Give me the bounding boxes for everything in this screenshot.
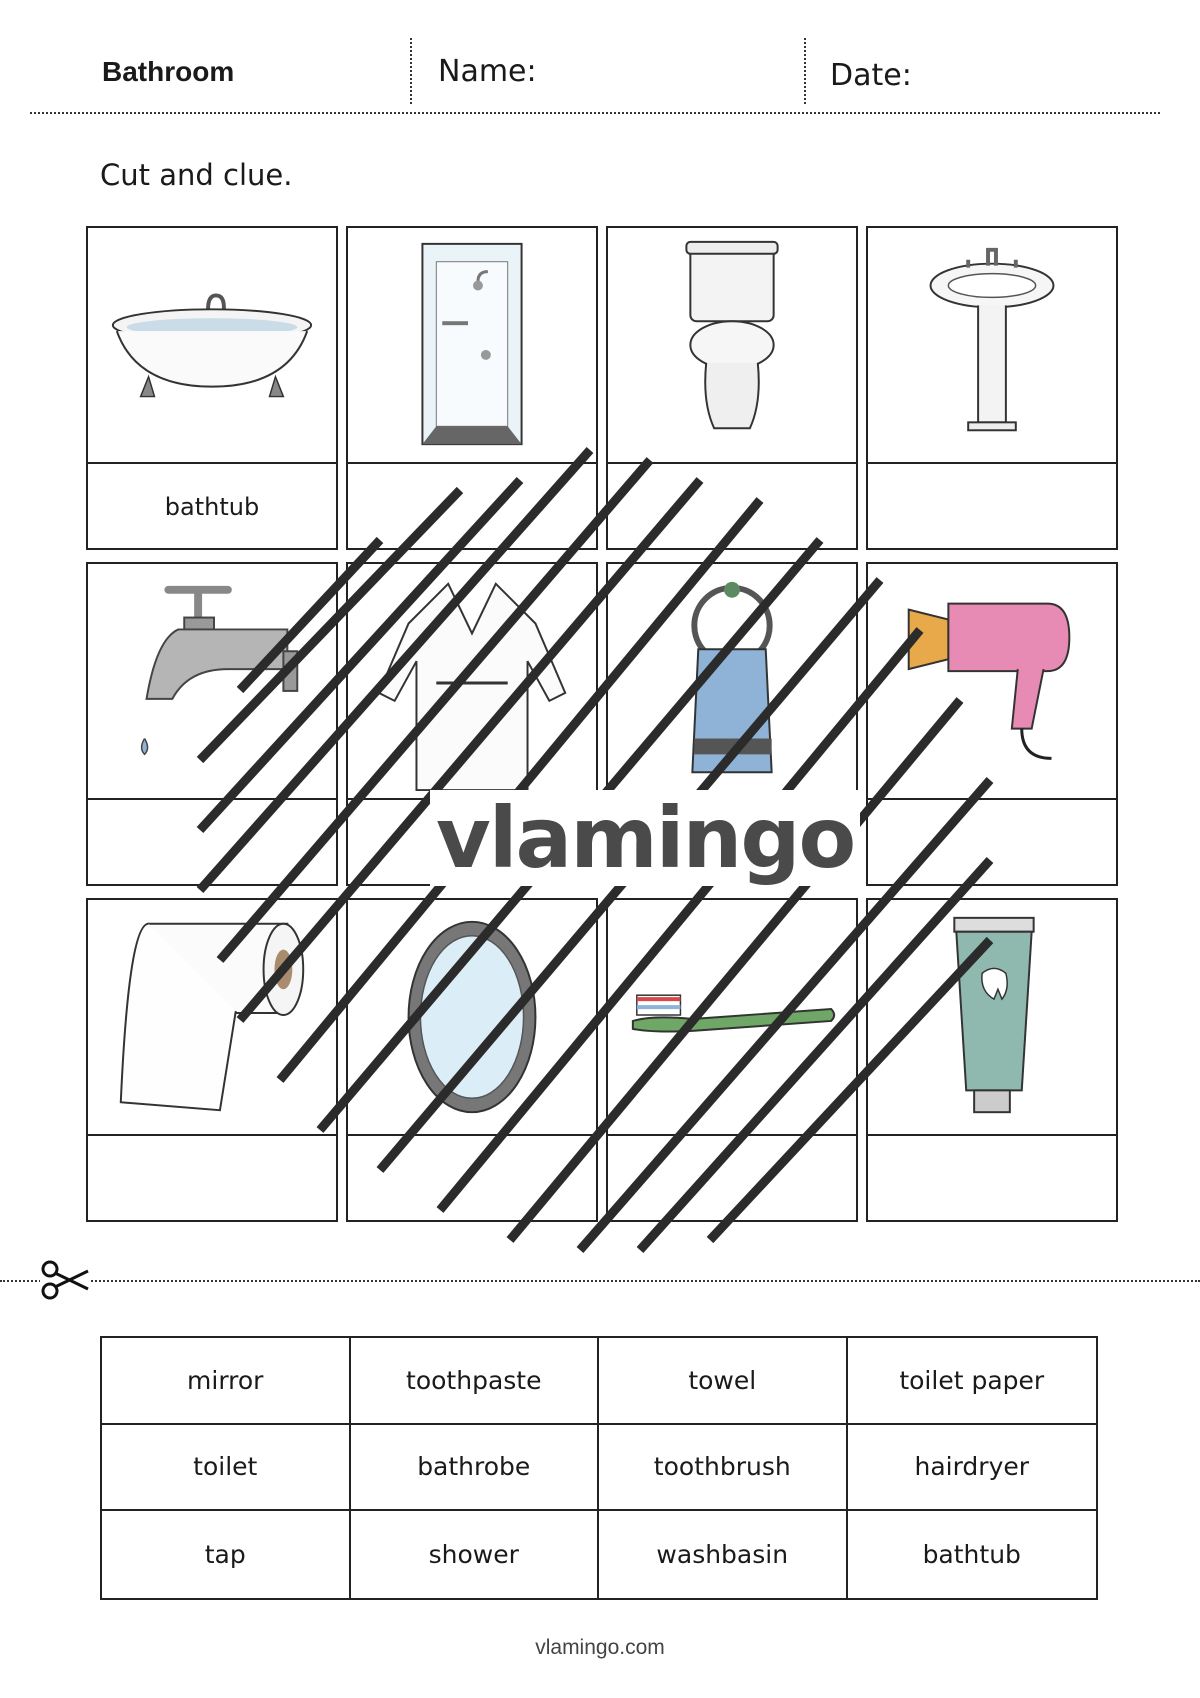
picture-card <box>346 898 598 1222</box>
hairdryer-picture <box>868 564 1116 800</box>
word-cell: tap <box>102 1511 351 1598</box>
picture-card <box>346 226 598 550</box>
card-label <box>88 802 336 884</box>
name-label: Name: <box>438 54 537 89</box>
footer-url[interactable]: vlamingo.com <box>535 1636 665 1659</box>
word-cell: toothbrush <box>599 1424 848 1512</box>
card-label <box>348 466 596 548</box>
card-label <box>608 1138 856 1220</box>
card-label: bathtub <box>164 493 260 521</box>
picture-card <box>606 226 858 550</box>
word-cell: hairdryer <box>847 1425 1096 1512</box>
picture-card <box>866 898 1118 1222</box>
watermark-logo: vlamingo <box>430 790 861 886</box>
card-label <box>868 466 1116 548</box>
toilet-picture <box>608 228 856 464</box>
toilet-paper-picture <box>88 900 336 1136</box>
picture-card <box>86 898 338 1222</box>
picture-card <box>866 226 1118 550</box>
washbasin-picture <box>868 228 1116 464</box>
tap-picture <box>88 564 336 800</box>
towel-picture <box>608 564 856 800</box>
word-cell: washbasin <box>599 1511 848 1598</box>
word-cell: mirror <box>102 1338 351 1425</box>
toothbrush-picture <box>608 900 856 1136</box>
word-cell: bathtub <box>922 1540 1021 1570</box>
toothpaste-picture <box>868 900 1116 1136</box>
picture-card <box>866 562 1118 886</box>
word-cell: toothpaste <box>350 1338 599 1425</box>
instruction-text: Cut and clue. <box>100 158 293 192</box>
card-label <box>608 466 856 548</box>
card-label <box>868 1138 1116 1220</box>
cut-line <box>0 1280 1200 1282</box>
mirror-picture <box>348 900 596 1136</box>
picture-card <box>86 562 338 886</box>
word-cell: towel <box>599 1338 848 1425</box>
word-cell: bathrobe <box>350 1424 599 1512</box>
bathtub-picture <box>88 228 336 464</box>
header-divider <box>410 38 412 104</box>
header-divider <box>804 38 806 104</box>
shower-picture <box>348 228 596 464</box>
card-label <box>348 1138 596 1220</box>
card-label <box>868 802 1116 884</box>
word-cell: shower <box>351 1511 599 1598</box>
word-bank-table: mirror toothpaste towel toilet paper toi… <box>100 1336 1098 1600</box>
worksheet-title: Bathroom <box>102 56 235 87</box>
word-cell: toilet <box>102 1424 351 1512</box>
worksheet-header: Bathroom Name: Date: <box>30 30 1160 114</box>
picture-card <box>606 898 858 1222</box>
picture-card: bathtub <box>86 226 338 550</box>
card-label <box>88 1138 336 1220</box>
word-cell: toilet paper <box>847 1338 1096 1425</box>
scissors-icon <box>40 1259 90 1301</box>
bathrobe-picture <box>348 564 596 800</box>
date-label: Date: <box>830 58 912 93</box>
